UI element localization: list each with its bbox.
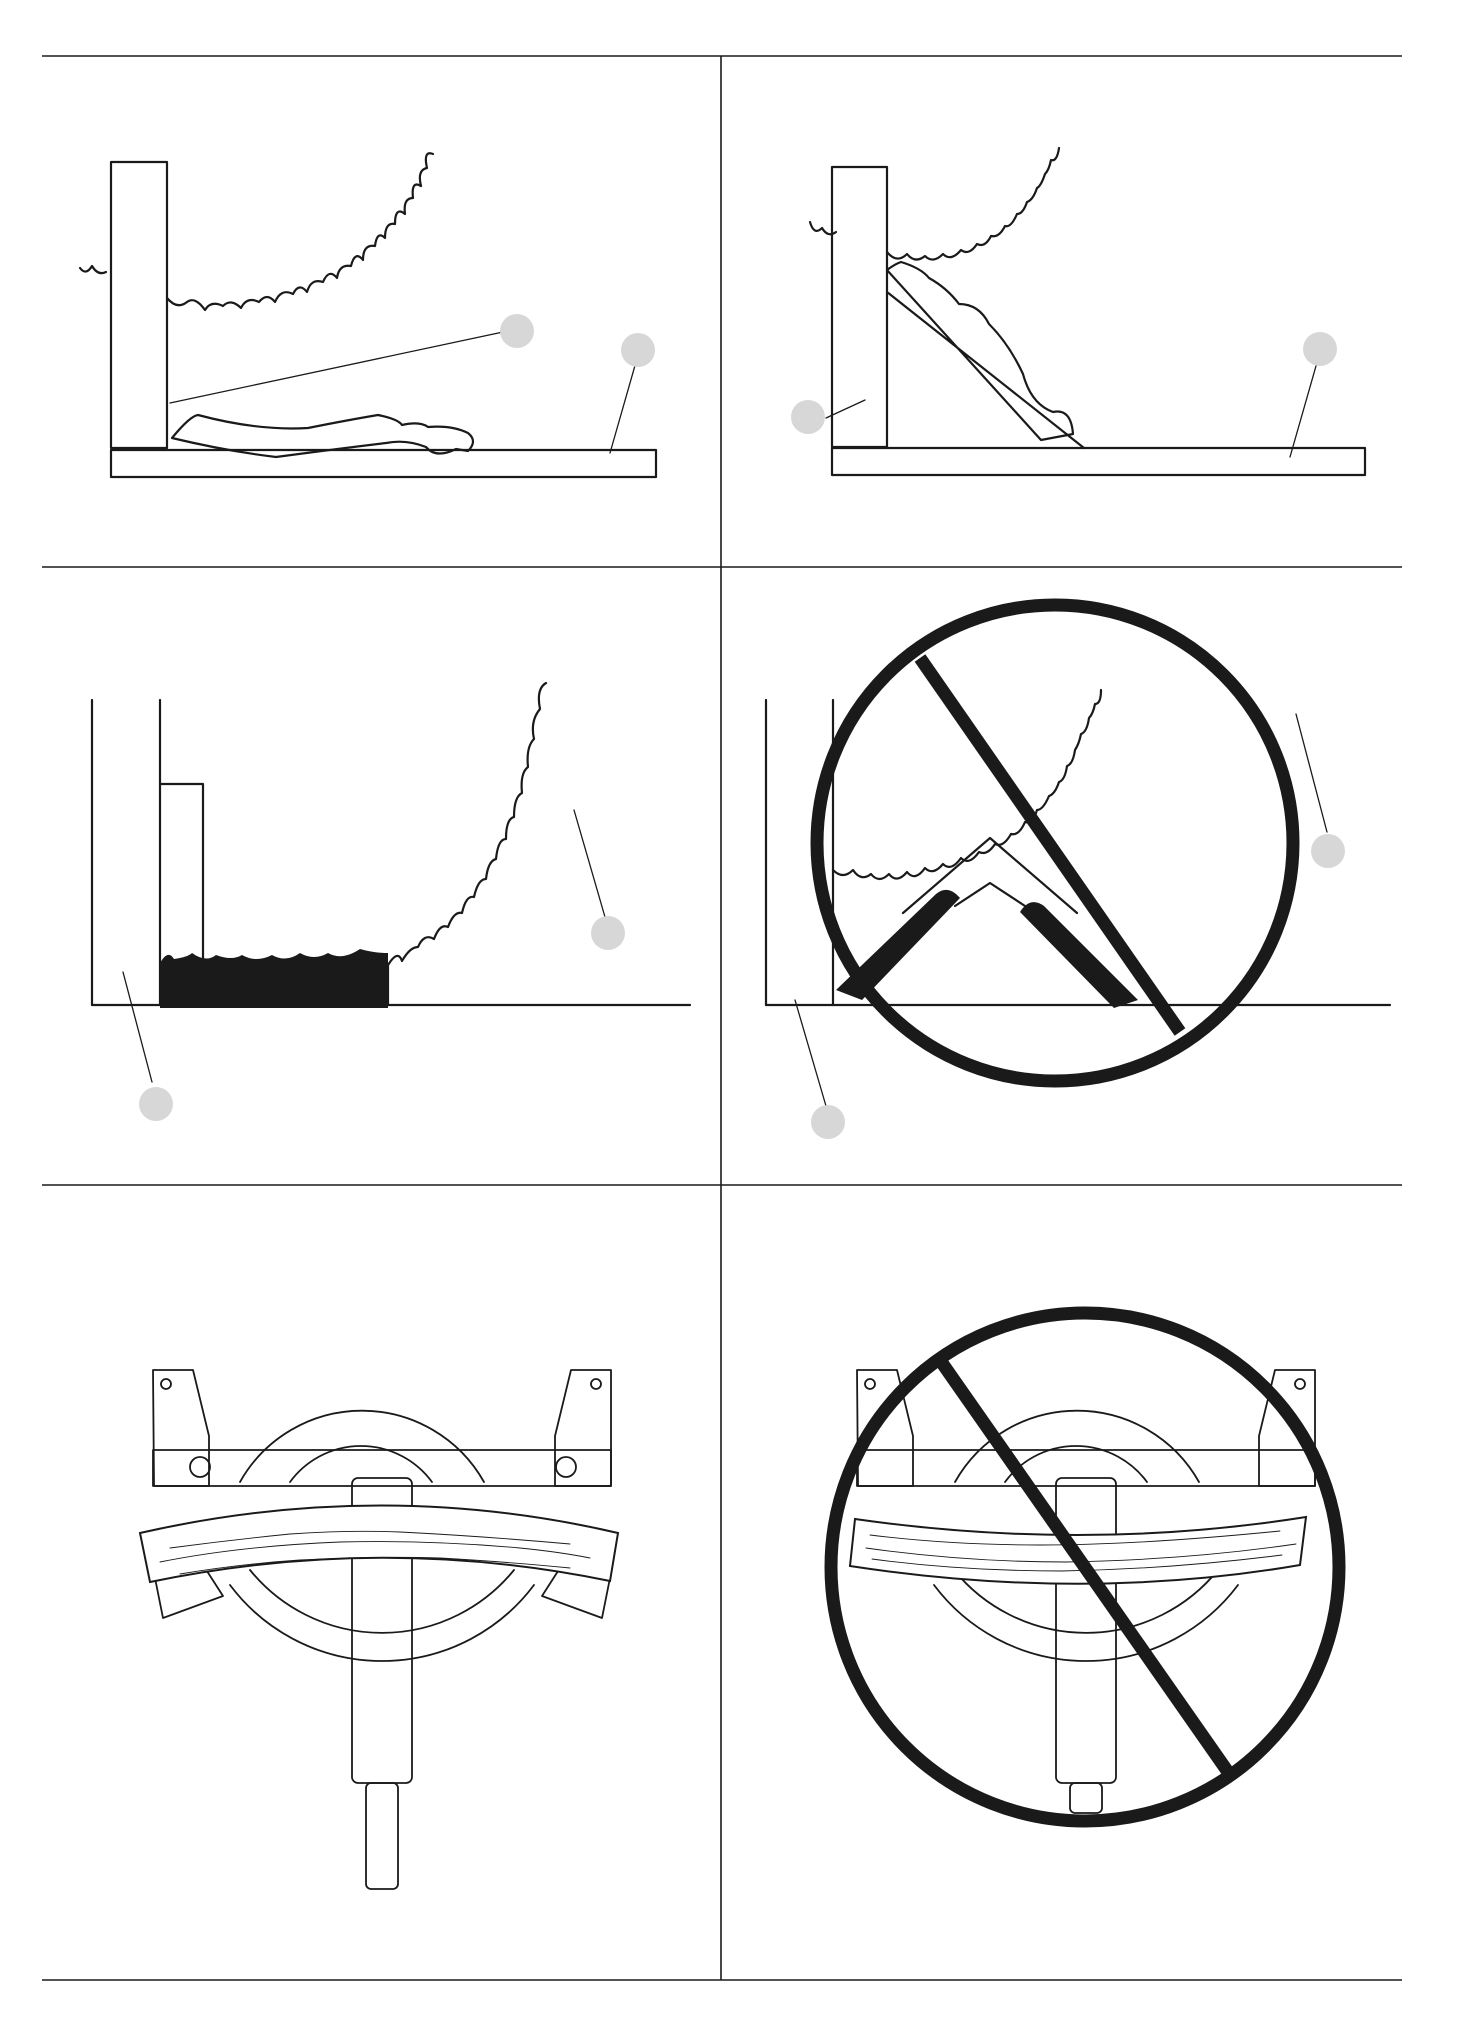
mount-hole — [1295, 1379, 1305, 1389]
leader-2 — [1290, 352, 1320, 457]
workpiece-outline-inner — [955, 883, 1025, 906]
saw-blade-teeth — [887, 148, 1059, 260]
prohibited-slash — [920, 658, 1180, 1032]
blade-guard-inner — [290, 1446, 432, 1482]
mount-hole — [591, 1379, 601, 1389]
prohibited-symbol — [817, 605, 1293, 1081]
saw-blade-teeth — [167, 153, 433, 310]
bowed-board — [140, 1506, 618, 1583]
figure-miter-saw-incorrect — [857, 1370, 1315, 1813]
leader-1 — [574, 810, 605, 917]
saw-table — [111, 450, 656, 477]
mount-hole — [865, 1379, 875, 1389]
crown-molding-workpiece — [887, 262, 1084, 448]
callout-marker — [811, 1105, 845, 1139]
miter-scale-inner — [250, 1570, 514, 1633]
workpiece-leg-left — [836, 890, 960, 1000]
saw-blade-teeth — [388, 683, 546, 965]
callout-marker — [1311, 834, 1345, 868]
fence — [111, 162, 167, 448]
leader-1 — [170, 332, 503, 403]
saw-blade-offcut — [80, 266, 106, 273]
callout-marker — [139, 1087, 173, 1121]
handle — [366, 1783, 398, 1889]
knob — [190, 1457, 210, 1477]
saw-base-right — [555, 1370, 611, 1486]
callout-marker — [621, 333, 655, 367]
leader-1 — [1296, 714, 1327, 832]
callout-marker — [591, 916, 625, 950]
leader-2 — [123, 972, 152, 1082]
fence — [832, 167, 887, 447]
knob — [556, 1457, 576, 1477]
saw-table — [832, 448, 1365, 475]
saw-arm — [1056, 1478, 1116, 1783]
base-molding-section — [160, 949, 388, 1008]
figure-miter-saw-correct — [153, 1370, 611, 1889]
callout-marker — [500, 314, 534, 348]
figure-crown-molding-flat — [80, 153, 656, 477]
figure-base-molding-upright — [92, 683, 690, 1082]
leader-2 — [795, 1000, 826, 1106]
figure-tented-workpiece — [766, 690, 1390, 1106]
fence — [153, 1450, 611, 1486]
fence — [857, 1450, 1315, 1486]
figure-crown-molding-angled — [810, 148, 1365, 475]
leader-2 — [610, 355, 638, 453]
handle — [1070, 1783, 1102, 1813]
callout-marker — [1303, 332, 1337, 366]
callout-marker — [791, 400, 825, 434]
page-grid — [42, 56, 1402, 1980]
mount-hole — [161, 1379, 171, 1389]
